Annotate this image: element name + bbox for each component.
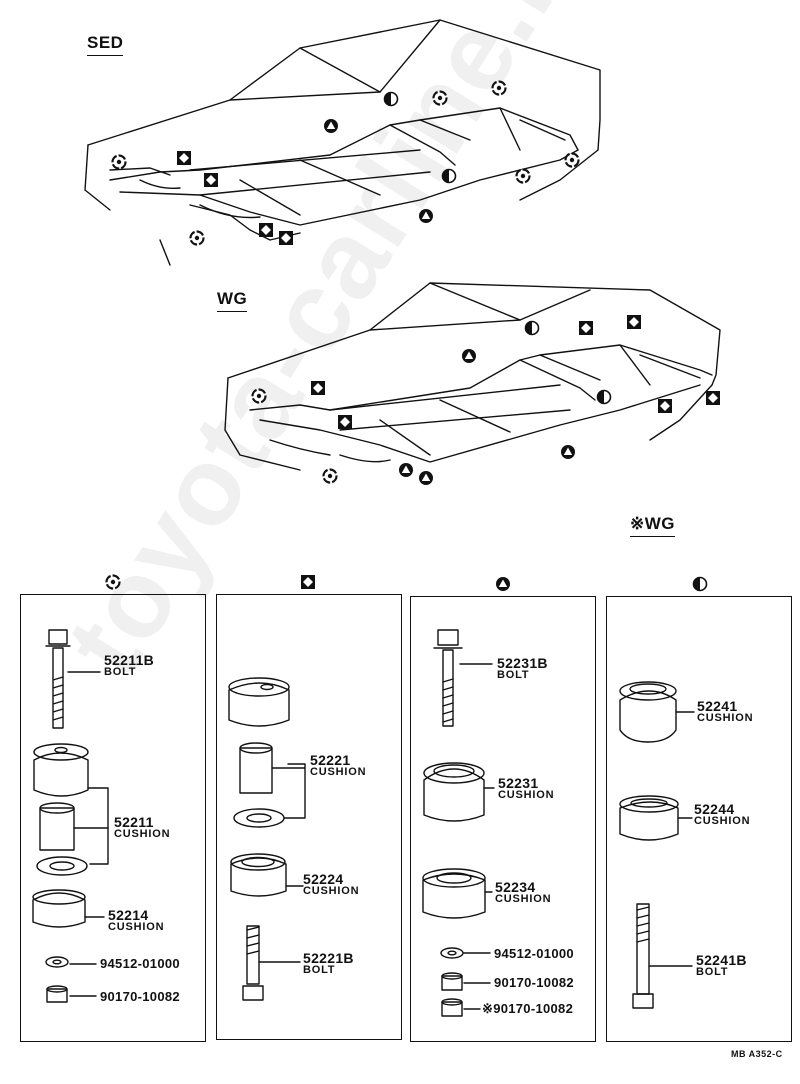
triangle-icon	[323, 118, 339, 134]
sedan-frame	[109, 107, 579, 241]
triangle-icon	[418, 208, 434, 224]
diamond-icon	[258, 222, 274, 238]
triangle-icon	[398, 462, 414, 478]
circle-dot-icon	[432, 90, 448, 106]
circle-dot-icon	[515, 168, 531, 184]
circle-dot-icon	[189, 230, 205, 246]
sedan-body-outline	[84, 19, 601, 266]
group2-parts	[228, 677, 306, 1001]
group1-parts	[32, 629, 109, 1003]
part-label: 94512-01000	[100, 956, 180, 971]
group3-parts	[422, 629, 495, 1017]
half-circle-icon	[524, 320, 540, 336]
group4-parts	[619, 681, 695, 1009]
group-box-circle-dot	[20, 594, 206, 1042]
diamond-icon	[176, 150, 192, 166]
diamond-icon	[300, 574, 316, 590]
half-circle-icon	[692, 576, 708, 592]
circle-dot-icon	[105, 574, 121, 590]
part-label: ※90170-10082	[482, 1001, 574, 1016]
group-box-triangle	[410, 596, 596, 1042]
circle-dot-icon	[491, 80, 507, 96]
triangle-icon	[461, 348, 477, 364]
triangle-icon	[560, 444, 576, 460]
drawing-code: MB A352-C	[731, 1049, 783, 1059]
part-label: 90170-10082	[100, 989, 180, 1004]
part-label: 94512-01000	[494, 946, 574, 961]
part-label: 90170-10082	[494, 975, 574, 990]
group-box-half-circle	[606, 596, 792, 1042]
diamond-icon	[657, 398, 673, 414]
wagon-body-outline	[224, 282, 721, 471]
group-box-diamond	[216, 594, 402, 1040]
sedan-label: SED	[87, 33, 124, 56]
diamond-icon	[337, 414, 353, 430]
circle-dot-icon	[251, 388, 267, 404]
diamond-icon	[578, 320, 594, 336]
wagon-label: WG	[217, 289, 248, 312]
circle-dot-icon	[322, 468, 338, 484]
half-circle-icon	[441, 168, 457, 184]
diamond-icon	[310, 380, 326, 396]
triangle-icon	[418, 470, 434, 486]
wagon-frame	[249, 344, 713, 463]
diamond-icon	[705, 390, 721, 406]
circle-dot-icon	[111, 154, 127, 170]
triangle-icon	[495, 576, 511, 592]
diamond-icon	[203, 172, 219, 188]
circle-dot-icon	[564, 152, 580, 168]
star-wagon-label: ※WG	[630, 514, 676, 537]
half-circle-icon	[383, 91, 399, 107]
diamond-icon	[626, 314, 642, 330]
half-circle-icon	[596, 389, 612, 405]
diamond-icon	[278, 230, 294, 246]
